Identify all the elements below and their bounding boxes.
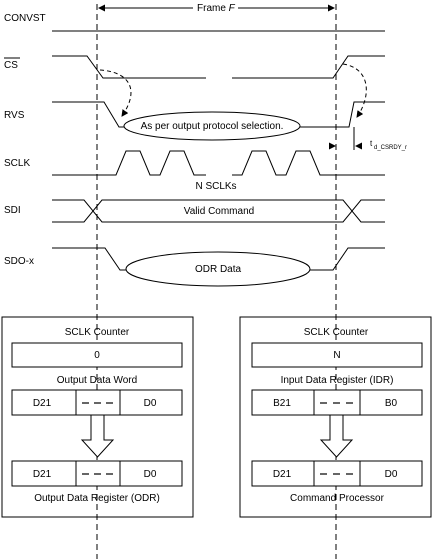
- left-bottom-register: [11, 460, 183, 487]
- left-counter-box: [11, 342, 183, 368]
- sclk-waveform-end: [232, 150, 385, 176]
- right-counter-title: SCLK Counter: [304, 327, 369, 338]
- timing-label-sub: d_CSRDY_r: [374, 145, 407, 151]
- signal-label-rvs: RVS: [4, 110, 25, 121]
- sclk-waveform-start: [52, 150, 206, 176]
- n-sclks-label: N SCLKs: [195, 181, 236, 192]
- right-transfer-arrow: [319, 414, 354, 458]
- right-bottom-lsb: D0: [385, 469, 398, 480]
- valid-command-label: Valid Command: [184, 206, 254, 217]
- right-bottom-register: [251, 460, 423, 487]
- right-counter-value: N: [333, 350, 340, 361]
- cs-waveform-start: [52, 55, 206, 79]
- signal-label-sdi: SDI: [4, 205, 21, 216]
- sdo-waveform-end: [300, 247, 385, 271]
- right-block-frame: [239, 316, 432, 518]
- signal-label-cs: CS: [4, 60, 18, 71]
- left-transfer-arrow: [80, 414, 115, 458]
- cs-waveform-end: [232, 55, 385, 79]
- right-word-label: Input Data Register (IDR): [281, 375, 394, 386]
- left-word-label: Output Data Word: [57, 375, 137, 386]
- rvs-protocol-bubble: [123, 111, 301, 141]
- left-bottom-lsb: D0: [144, 469, 157, 480]
- timing-label: t: [370, 139, 373, 148]
- left-bottom-label: Output Data Register (ODR): [34, 493, 160, 504]
- left-top-lsb: D0: [144, 398, 157, 409]
- right-block: SCLK Counter N Input Data Register (IDR)…: [239, 316, 432, 518]
- left-block: SCLK Counter 0 Output Data Word D21 D0 D…: [1, 316, 194, 518]
- odr-data-bubble: [125, 251, 311, 287]
- right-top-msb: B21: [273, 398, 291, 409]
- signal-label-convst: CONVST: [4, 13, 46, 24]
- left-counter-title: SCLK Counter: [65, 327, 130, 338]
- left-bottom-msb: D21: [33, 469, 52, 480]
- right-bottom-label: Command Processor: [290, 493, 385, 504]
- odr-data-text: ODR Data: [195, 264, 242, 275]
- right-bottom-msb: D21: [273, 469, 292, 480]
- cs-rvs-arrow-left: [99, 69, 132, 117]
- cs-rvs-arrow-right: [342, 63, 367, 118]
- rvs-protocol-text: As per output protocol selection.: [141, 121, 284, 132]
- signal-label-sdo: SDO-x: [4, 256, 34, 267]
- left-block-frame: [1, 316, 194, 518]
- sdo-waveform-start: [52, 247, 135, 271]
- right-top-lsb: B0: [385, 398, 398, 409]
- frame-label: Frame F: [197, 3, 236, 14]
- sdi-bus-lower: [52, 210, 385, 223]
- left-counter-value: 0: [94, 350, 100, 361]
- rvs-waveform-end: [295, 101, 385, 128]
- left-top-msb: D21: [33, 398, 52, 409]
- signal-label-sclk: SCLK: [4, 158, 30, 169]
- sdi-bus-upper: [52, 199, 385, 212]
- right-counter-box: [251, 342, 423, 368]
